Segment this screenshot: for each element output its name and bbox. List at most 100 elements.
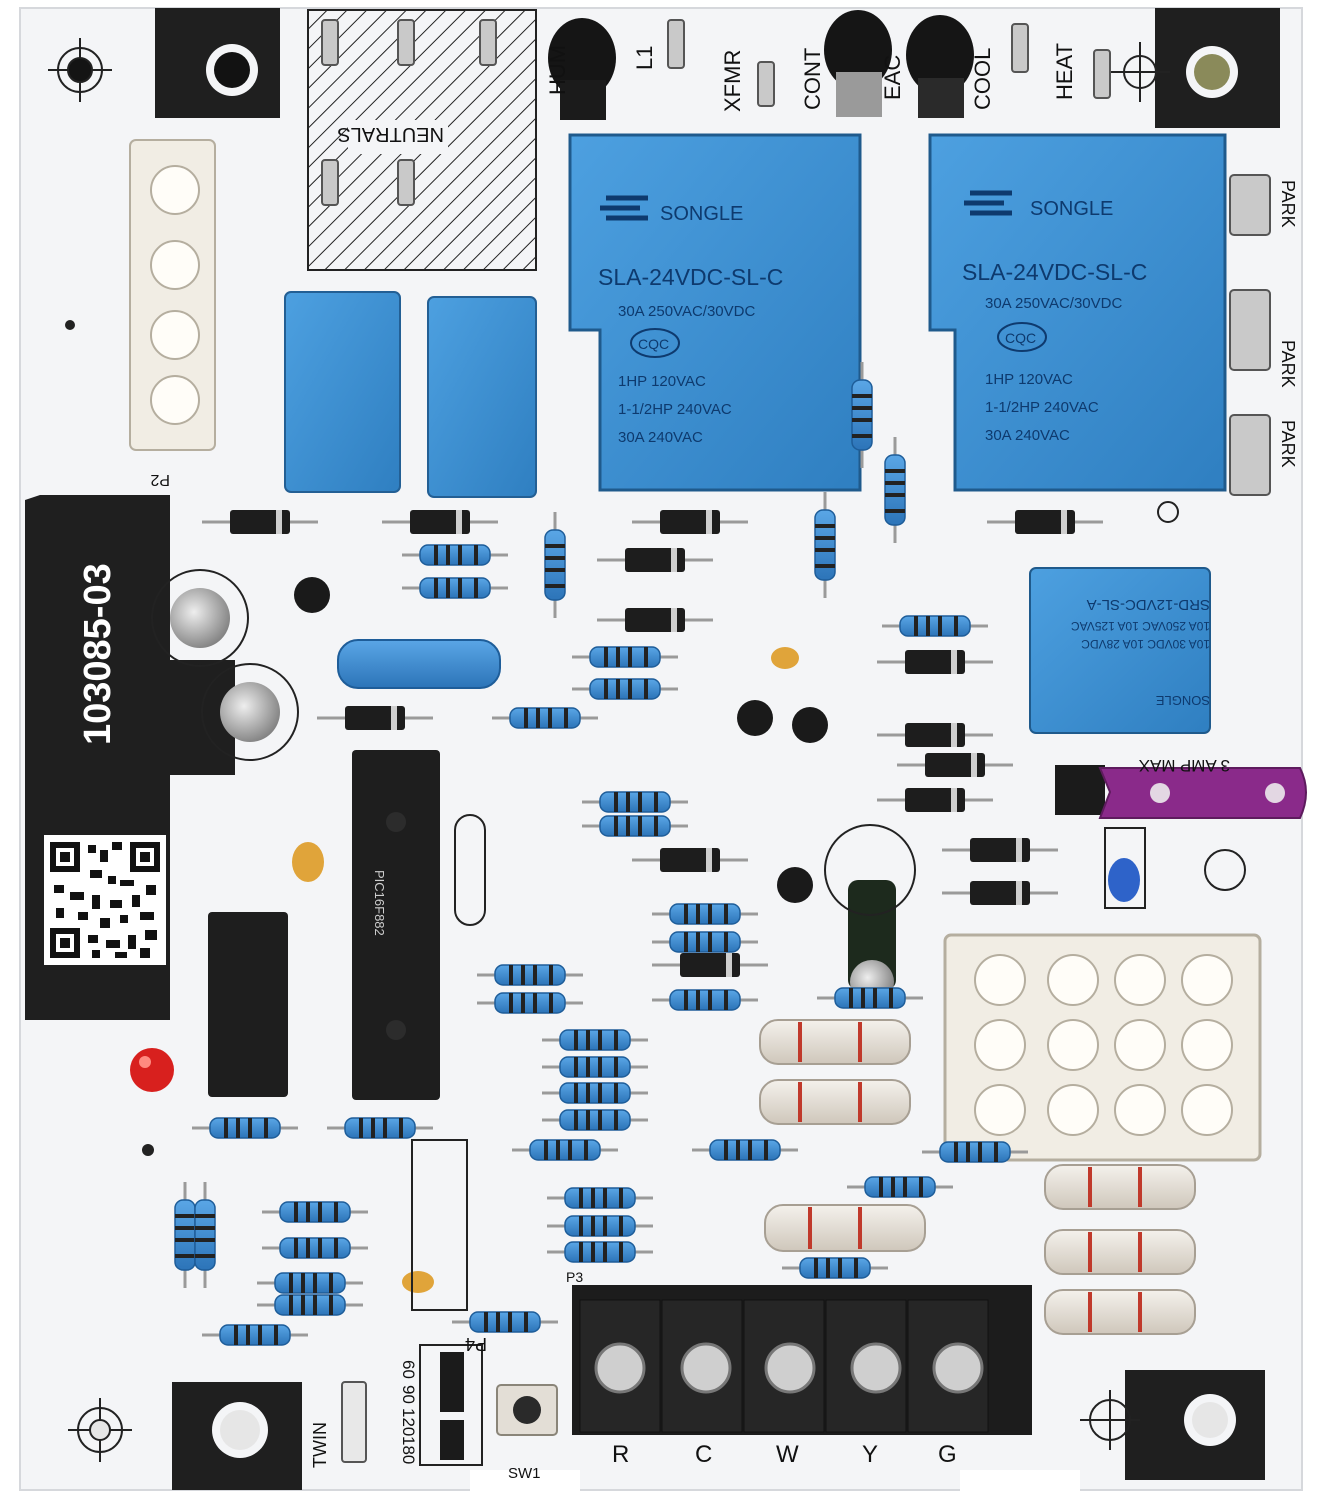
resistor [692,1139,798,1161]
diode [632,510,748,534]
terminal-label-hum: HUM [545,45,570,95]
resistor [544,512,566,618]
mounting-hole-marks [48,38,1170,1462]
ic-u2 [208,912,288,1097]
part-number: 103085-03 [77,563,119,745]
jumper-label-120: 120 [399,1408,418,1436]
diode [597,608,713,632]
top-terminal-labels: HUM L1 XFMR CONT EAC COOL HEAT [545,43,1077,112]
mcu-label: PIC16F882 [372,870,387,936]
relay-k1-main: SONGLE SLA-24VDC-SL-C 30A 250VAC/30VDC C… [928,133,1227,492]
small-relays [284,291,537,498]
resistor [402,544,508,566]
relay-k4-hp1: 1HP 120VAC [618,373,706,390]
relay-k1-rating1: 30A 250VAC/30VDC [985,295,1122,312]
resistor [262,1237,368,1259]
relay-k1-cert: CQC [1005,330,1036,346]
terminal-label-cool: COOL [970,48,995,110]
relay-srd-brand: SONGLE [1155,693,1210,708]
resistor [572,646,678,668]
terminal-label-xfmr: XFMR [720,50,745,112]
p2-connector: P2 [129,139,216,488]
relay-k4-rating2: 30A 240VAC [618,429,703,446]
diode [877,788,993,812]
relay-k4-hp2: 1-1/2HP 240VAC [618,401,732,418]
terminal-label-eac: EAC [880,55,905,100]
twin-label: TWIN [310,1422,330,1468]
p2-label: P2 [150,471,170,488]
terminal-g-label: G [938,1441,957,1468]
diode [987,510,1103,534]
top-spade-terminals [667,19,1111,107]
resistor [192,1117,298,1139]
jumper-p4: P4 60 90 120 180 [399,1334,487,1466]
relay-k1-rating2: 30A 240VAC [985,427,1070,444]
resistor [202,1324,308,1346]
terminal-y-label: Y [862,1441,878,1468]
relay-srd-model: SRD-12VDC-SL-A [1087,596,1210,613]
terminal-c-label: C [695,1441,712,1468]
corner-pad-bottom-right [1125,1370,1265,1480]
resistor [582,815,688,837]
relay-k4-brand: SONGLE [660,203,743,225]
resistor [652,903,758,925]
relay-k4: SONGLE SLA-24VDC-SL-C 30A 250VAC/30VDC C… [568,133,862,492]
relay-k1-hp1: 1HP 120VAC [985,371,1073,388]
resistor [547,1215,653,1237]
terminal-r-label: R [612,1441,629,1468]
diode [632,848,748,872]
resistor [542,1056,648,1078]
corner-pad-top-right [1155,8,1280,128]
diode [897,753,1013,777]
resistor [922,1141,1028,1163]
fuse-label: 3 AMP MAX [1139,756,1230,775]
diodes [202,510,1103,977]
resistor [194,1182,216,1288]
terminal-label-l1: L1 [632,46,657,70]
resistor [547,1187,653,1209]
resistor [782,1257,888,1279]
relay-k1-brand: SONGLE [1030,198,1113,220]
top-transistors [548,10,974,120]
power-resistors [337,639,1196,1335]
resistor [652,989,758,1011]
resistor [262,1201,368,1223]
relay-k1-hp2: 1-1/2HP 240VAC [985,399,1099,416]
resistor [547,1241,653,1263]
resistor [814,492,836,598]
resistor [257,1294,363,1316]
resistor [512,1139,618,1161]
small-resistors [174,362,1028,1346]
diode [317,706,433,730]
terminal-label-heat: HEAT [1052,43,1077,100]
resistor [542,1109,648,1131]
microcontroller-u1: PIC16F882 [352,750,440,1100]
led-an1 [130,1048,174,1092]
part-number-panel: 103085-03 [25,495,235,1020]
resistor [572,678,678,700]
twin-jumper: TWIN [310,1381,367,1468]
terminal-w-label: W [776,1441,799,1468]
resistor [882,615,988,637]
connector-12pin [943,933,1262,1162]
resistor [884,437,906,543]
diode [877,723,993,747]
diode [877,650,993,674]
relay-k4-cert: CQC [638,336,669,352]
park-label-1: PARK [1278,180,1298,228]
jumper-label-90: 90 [399,1385,418,1404]
relay-k1-model: SLA-24VDC-SL-C [962,259,1147,285]
terminal-label-cont: CONT [800,48,825,110]
park-label-2: PARK [1278,340,1298,388]
relay-srd: SRD-12VDC-SL-A 10A 250VAC 10A 125VAC 10A… [1029,567,1211,734]
diode [942,838,1058,862]
resistor [847,1176,953,1198]
ceramic-capacitors [292,647,1140,1293]
resistor [542,1029,648,1051]
resistor [452,1311,558,1333]
resistor [652,931,758,953]
switch-sw1: SW1 [496,1384,558,1482]
fuse: 3 AMP MAX [1055,756,1307,819]
terminal-block-p3: P3 [566,1269,1032,1435]
